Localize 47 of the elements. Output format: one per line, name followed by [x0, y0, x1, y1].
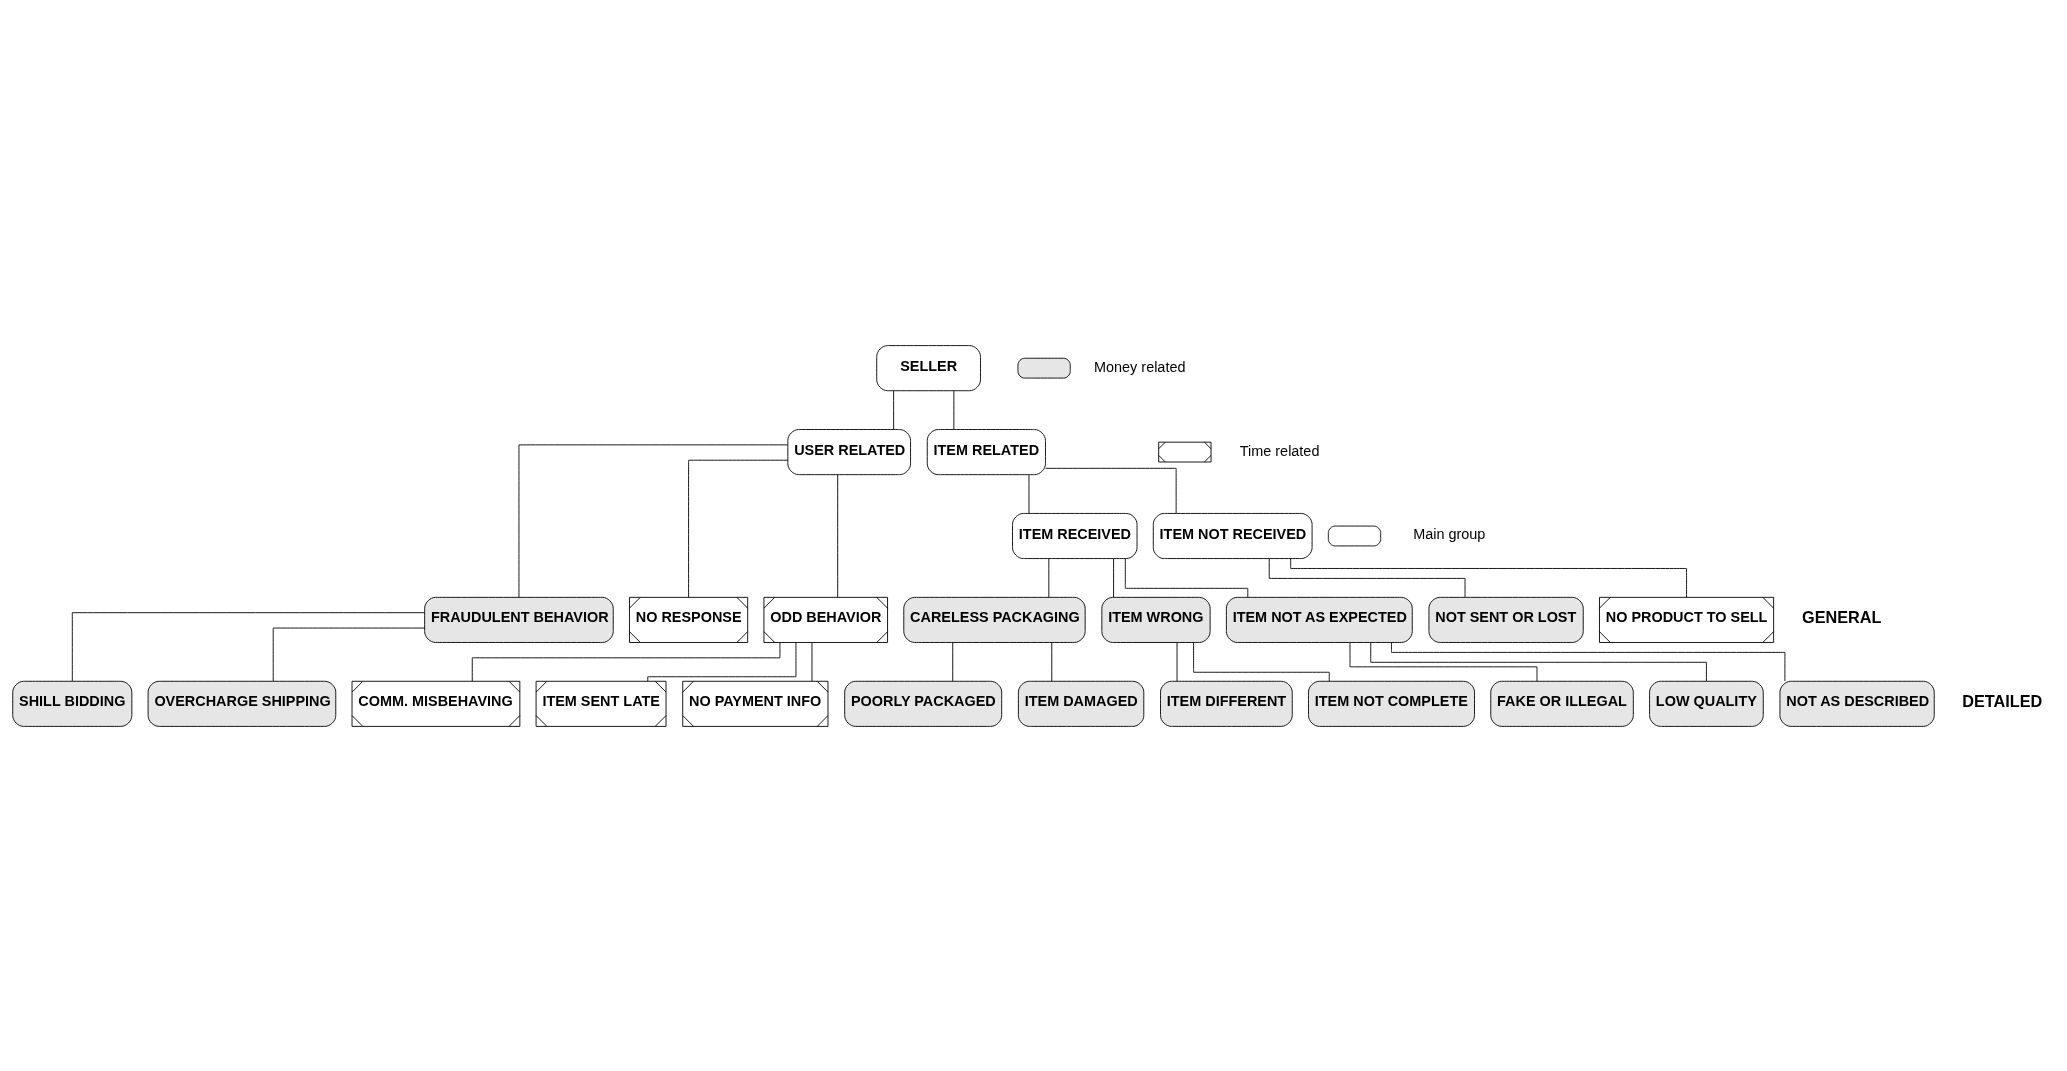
node-box: NOT SENT OR LOST [1428, 596, 1584, 643]
node-box: NOT AS DESCRIBED [1779, 680, 1935, 727]
node-box: ITEM DIFFERENT [1160, 680, 1293, 727]
legend-label: Money related [1094, 358, 1186, 375]
connector [1124, 557, 1249, 598]
connector [1268, 557, 1466, 598]
node-box: SELLER [876, 344, 981, 391]
node-box: LOW QUALITY [1649, 680, 1764, 727]
connector [1028, 474, 1030, 514]
node-box: USER RELATED [787, 428, 911, 475]
node-box: FRAUDULENT BEHAVIOR [424, 596, 614, 643]
connector [518, 443, 788, 597]
connector [1370, 641, 1707, 682]
connector [647, 641, 797, 682]
node-box: ITEM RELATED [926, 428, 1046, 475]
node-box: OVERCHARGE SHIPPING [147, 680, 337, 727]
connector [811, 641, 813, 682]
connector [1391, 641, 1786, 682]
label: GENERAL [1802, 607, 1882, 626]
connector [837, 473, 839, 598]
connector [1113, 557, 1115, 598]
connector [1349, 641, 1538, 681]
node-box: CARELESS PACKAGING [903, 596, 1086, 643]
legend-label: Main group [1413, 525, 1486, 542]
connector [1290, 557, 1687, 598]
node-box: POORLY PACKAGED [844, 680, 1003, 727]
legend-label: Time related [1239, 442, 1320, 459]
node-box: ITEM WRONG [1101, 596, 1211, 643]
label: DETAILED [1962, 691, 2043, 710]
connector [272, 627, 426, 682]
node-box: ITEM DAMAGED [1017, 680, 1145, 727]
connector [1193, 641, 1330, 682]
connector [893, 390, 895, 430]
node-box: ITEM NOT AS EXPECTED [1225, 596, 1413, 643]
node-box: SHILL BIDDING [12, 680, 133, 727]
connector [1045, 467, 1177, 514]
node-box: ITEM RECEIVED [1012, 512, 1138, 559]
node-box: ITEM NOT RECEIVED [1152, 512, 1313, 559]
connector [71, 611, 425, 682]
connector [688, 459, 789, 597]
connector [953, 390, 955, 430]
connector [1051, 641, 1053, 682]
connector [1048, 557, 1050, 598]
connector [952, 641, 954, 682]
connector [1176, 641, 1178, 682]
node-box: ITEM NOT COMPLETE [1308, 680, 1475, 727]
node-box: FAKE OR ILLEGAL [1490, 680, 1634, 727]
